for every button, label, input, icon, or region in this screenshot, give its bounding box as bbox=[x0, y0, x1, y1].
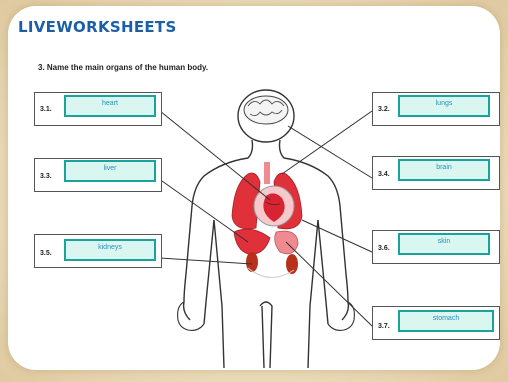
question-box-3-5: 3.5. kidneys bbox=[34, 234, 162, 268]
question-box-3-2: 3.2. lungs bbox=[372, 92, 500, 126]
question-text: 3. Name the main organs of the human bod… bbox=[38, 63, 209, 72]
human-body-diagram bbox=[159, 89, 373, 369]
item-number: 3.1. bbox=[40, 106, 52, 113]
answer-field-kidneys[interactable]: kidneys bbox=[64, 239, 156, 261]
item-number: 3.6. bbox=[378, 245, 390, 252]
body-outline bbox=[182, 89, 350, 369]
question-box-3-1: 3.1. heart bbox=[34, 92, 162, 126]
answer-field-heart[interactable]: heart bbox=[64, 95, 156, 117]
question-box-3-6: 3.6. skin bbox=[372, 230, 500, 264]
heart-organ bbox=[253, 185, 295, 227]
answer-field-skin[interactable]: skin bbox=[398, 233, 490, 255]
intestine-outline bbox=[247, 267, 295, 278]
item-number: 3.2. bbox=[378, 106, 390, 113]
liver-organ bbox=[233, 228, 271, 255]
answer-field-brain[interactable]: brain bbox=[398, 159, 490, 181]
item-number: 3.4. bbox=[378, 171, 390, 178]
answer-field-liver[interactable]: liver bbox=[64, 160, 156, 182]
question-box-3-4: 3.4. brain bbox=[372, 156, 500, 190]
item-number: 3.3. bbox=[40, 173, 52, 180]
connector-lines bbox=[159, 110, 373, 327]
question-box-3-3: 3.3. liver bbox=[34, 158, 162, 192]
kidneys-organ bbox=[246, 252, 298, 274]
answer-field-stomach[interactable]: stomach bbox=[398, 310, 494, 332]
question-box-3-7: 3.7. stomach bbox=[372, 306, 500, 340]
item-number: 3.7. bbox=[378, 323, 390, 330]
item-number: 3.5. bbox=[40, 250, 52, 257]
brain-organ bbox=[243, 95, 289, 125]
answer-field-lungs[interactable]: lungs bbox=[398, 95, 490, 117]
worksheet-card: LIVEWORKSHEETS 3. Name the main organs o… bbox=[8, 6, 500, 370]
liveworksheets-logo: LIVEWORKSHEETS bbox=[18, 18, 177, 36]
